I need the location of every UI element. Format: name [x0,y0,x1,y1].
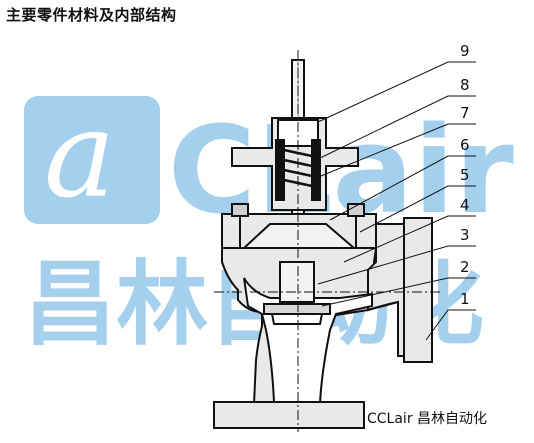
callout-2: 2 [460,258,470,276]
valve-drawing [213,50,440,432]
callout-leaders [315,61,476,341]
page-title: 主要零件材料及内部结构 [6,6,177,24]
callout-1: 1 [460,290,470,308]
callout-numbers: 9 8 7 6 5 4 3 2 1 [460,42,470,308]
watermark-logo-tile [24,96,160,224]
bonnet [231,117,359,211]
callout-4: 4 [460,196,470,214]
callout-7: 7 [460,104,470,122]
callout-5: 5 [460,166,470,184]
valve-plug [279,261,315,303]
seat-ring [270,313,324,325]
flange-bolts [231,203,365,248]
callout-9: 9 [460,42,470,60]
outlet-flange-face [403,217,433,363]
bottom-flange [213,401,365,429]
brand-caption: CCLair 昌林自动化 [367,411,488,427]
valve-seat [263,303,331,315]
callout-6: 6 [460,136,470,154]
callout-8: 8 [460,76,470,94]
callout-3: 3 [460,226,470,244]
watermark-logo-mark: a [44,86,116,225]
